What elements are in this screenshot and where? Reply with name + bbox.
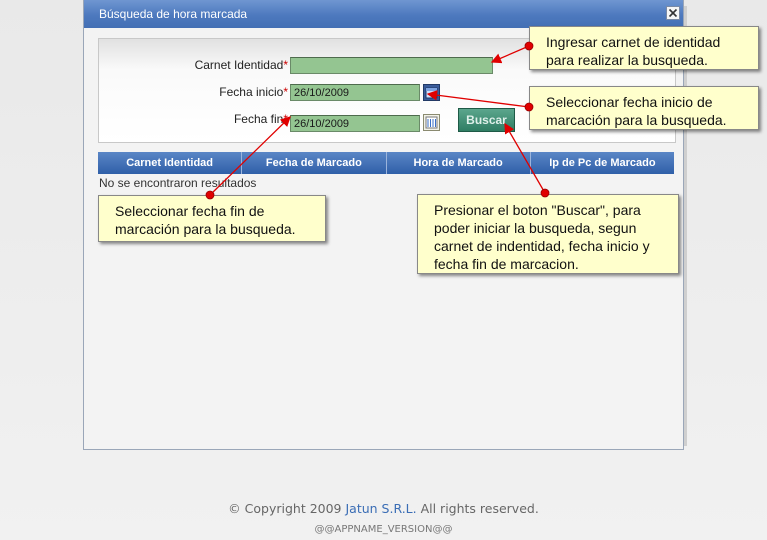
column-header-hora[interactable]: Hora de Marcado (387, 152, 531, 174)
company-link[interactable]: Jatun S.R.L. (345, 501, 417, 516)
dialog-title: Búsqueda de hora marcada (99, 7, 248, 21)
footer-copyright: © Copyright 2009 Jatun S.R.L. All rights… (228, 501, 539, 516)
required-mark: * (283, 112, 288, 126)
app-version: @@APPNAME_VERSION@@ (314, 524, 453, 535)
dialog-titlebar[interactable]: Búsqueda de hora marcada (84, 0, 683, 28)
fecha-inicio-input[interactable] (290, 84, 420, 101)
buscar-button[interactable]: Buscar (458, 108, 515, 132)
calendar-icon (425, 116, 438, 129)
tooltip-fecha-fin: Seleccionar fecha fin de marcación para … (98, 195, 326, 242)
close-icon (668, 8, 678, 18)
tooltip-carnet: Ingresar carnet de identidad para realiz… (529, 26, 759, 70)
column-header-fecha[interactable]: Fecha de Marcado (242, 152, 387, 174)
close-button[interactable] (666, 6, 680, 20)
empty-results-message: No se encontraron resultados (99, 176, 257, 190)
tooltip-buscar: Presionar el boton "Buscar", para poder … (417, 194, 679, 274)
required-mark: * (283, 58, 288, 72)
dialog-shadow (684, 6, 687, 446)
fecha-inicio-label: Fecha inicio* (219, 85, 288, 99)
calendar-icon (425, 87, 438, 99)
carnet-label: Carnet Identidad* (194, 58, 288, 72)
fecha-inicio-calendar-button[interactable] (423, 84, 440, 101)
fecha-fin-label: Fecha fin* (233, 112, 288, 126)
carnet-input[interactable] (290, 57, 493, 74)
tooltip-fecha-inicio: Seleccionar fecha inicio de marcación pa… (529, 86, 759, 130)
required-mark: * (283, 85, 288, 99)
column-header-ip[interactable]: Ip de Pc de Marcado (549, 157, 656, 169)
results-table-header: Carnet Identidad Fecha de Marcado Hora d… (98, 152, 674, 174)
fecha-fin-input[interactable] (290, 115, 420, 132)
fecha-fin-calendar-button[interactable] (423, 114, 440, 131)
column-header-carnet[interactable]: Carnet Identidad (98, 152, 243, 174)
